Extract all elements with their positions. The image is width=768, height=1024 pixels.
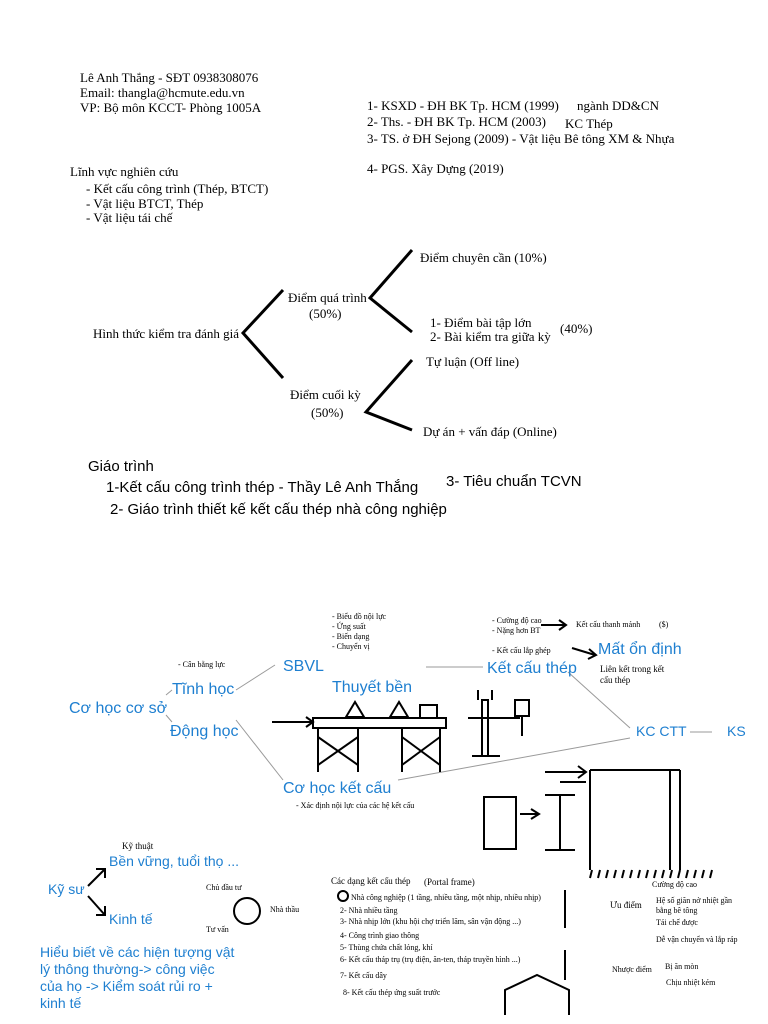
disadvantages-label: Nhược điểm: [612, 965, 652, 974]
economy-label: Kinh tế: [109, 911, 153, 927]
understanding-line: Hiểu biết về các hiện tượng vật: [40, 944, 235, 960]
final-score-pct: (50%): [311, 405, 344, 420]
strength-of-materials-label: SBVL: [283, 658, 324, 675]
steel-form-item: 5- Thùng chứa chất lỏng, khí: [340, 943, 433, 952]
degree-3: 3- TS. ở ĐH Sejong (2009) - Vật liệu Bê …: [367, 131, 675, 146]
steel-form-item: Nhà công nghiệp (1 tầng, nhiều tầng, một…: [351, 893, 541, 902]
sbvl-note: - Biến dạng: [332, 632, 370, 641]
slender-structure-note: Kết cấu thanh mảnh: [576, 620, 641, 629]
author-name-phone: Lê Anh Thắng - SĐT 0938308076: [80, 70, 259, 85]
advantage-item: Cường độ cao: [652, 880, 698, 889]
author-office: VP: Bộ môn KCCT- Phòng 1005A: [80, 100, 262, 115]
connection-note: cấu thép: [600, 675, 631, 685]
process-score-pct: (50%): [309, 306, 342, 321]
degree-4: 4- PGS. Xây Dựng (2019): [367, 161, 504, 176]
steel-form-item: 8- Kết cấu thép ứng suất trước: [343, 988, 441, 997]
steel-form-item: 4- Công trình giao thông: [340, 931, 420, 940]
degree-2-note: KC Thép: [565, 116, 613, 131]
dynamics-label: Động học: [170, 723, 239, 740]
offline-exam: Tự luận (Off line): [426, 354, 520, 369]
basic-mechanics-label: Cơ học cơ sở: [69, 700, 168, 717]
statics-label: Tĩnh học: [172, 681, 235, 698]
understanding-line: kinh tế: [40, 995, 82, 1011]
cost-note: ($): [659, 620, 669, 629]
degree-1-note: ngành DD&CN: [577, 98, 659, 113]
consultant-label: Tư vấn: [206, 925, 229, 934]
steel-forms-title: Các dạng kết cấu thép: [331, 876, 411, 886]
portal-frame-label: (Portal frame): [424, 877, 475, 887]
technical-note: Kỹ thuật: [122, 841, 154, 851]
final-bracket: [363, 359, 414, 432]
process-score-label: Điểm quá trình: [288, 290, 367, 305]
understanding-line: lý thông thường-> công việc: [40, 961, 215, 977]
final-score-label: Điểm cuối kỳ: [290, 387, 361, 402]
textbook-3: 3- Tiêu chuẩn TCVN: [446, 473, 582, 490]
portal-frame-drawing: [545, 765, 713, 879]
research-item: - Kết cấu công trình (Thép, BTCT): [86, 181, 269, 196]
cross-section-drawing: [483, 794, 575, 851]
advantage-item: Dễ vận chuyển và lắp ráp: [656, 935, 738, 944]
column-drawing: [468, 690, 530, 757]
understanding-line: của họ -> Kiểm soát rủi ro +: [40, 978, 213, 994]
author-email: Email: thangla@hcmute.edu.vn: [80, 85, 245, 100]
research-title: Lĩnh vực nghiên cứu: [70, 164, 179, 179]
degree-1: 1- KSXD - ĐH BK Tp. HCM (1999): [367, 98, 559, 113]
online-exam: Dự án + vấn đáp (Online): [423, 424, 557, 439]
assignment-pct: (40%): [560, 321, 593, 336]
strength-theory-label: Thuyết bền: [332, 679, 413, 696]
steel-form-item: 6- Kết cấu tháp trụ (trụ điện, ăn-ten, t…: [340, 955, 521, 964]
steel-form-item: 7- Kết cấu dây: [340, 971, 387, 980]
contractor-label: Nhà thầu: [270, 905, 300, 914]
steel-form-item: 2- Nhà nhiều tầng: [340, 906, 398, 915]
sbvl-note: - Chuyển vị: [332, 642, 370, 651]
assessment-root: Hình thức kiểm tra đánh giá: [93, 326, 240, 341]
assignment-2: 2- Bài kiểm tra giữa kỳ: [430, 329, 551, 344]
ks-label: KS: [727, 723, 746, 739]
assignment-1: 1- Điểm bài tập lớn: [430, 315, 532, 330]
attendance-score: Điểm chuyên cần (10%): [420, 250, 547, 265]
arrows: [541, 619, 598, 660]
structural-mechanics-note: - Xác định nội lực của các hệ kết cấu: [296, 801, 415, 810]
forms-markers: [337, 890, 570, 1015]
research-item: - Vật liệu BTCT, Thép: [86, 196, 204, 211]
structural-mechanics-label: Cơ học kết cấu: [283, 780, 392, 797]
force-balance-note: - Cân bằng lực: [178, 660, 226, 669]
beam-truss-drawing: [272, 700, 447, 772]
mechanics-connectors: [165, 664, 712, 781]
process-bracket: [367, 249, 414, 334]
degree-2: 2- Ths. - ĐH BK Tp. HCM (2003): [367, 114, 546, 129]
engineer-arrows: [87, 868, 261, 925]
textbooks-title: Giáo trình: [88, 458, 154, 475]
advantage-item: Hệ số giãn nở nhiệt gần: [656, 896, 732, 905]
advantages-label: Ưu điểm: [610, 900, 642, 910]
steel-form-item: 3- Nhà nhịp lớn (khu hội chợ triển lãm, …: [340, 917, 521, 926]
instability-label: Mất ổn định: [598, 641, 682, 658]
investor-label: Chủ đầu tư: [206, 883, 242, 892]
disadvantage-item: Bị ăn mòn: [665, 962, 699, 971]
kc-ctt-label: KC CTT: [636, 723, 687, 739]
textbook-1: 1-Kết cấu công trình thép - Thầy Lê Anh …: [106, 479, 419, 496]
steel-note: - Cường độ cao: [492, 616, 542, 625]
assembly-note: - Kết cấu lắp ghép: [492, 646, 551, 655]
sbvl-note: - Biểu đồ nội lực: [332, 612, 387, 621]
advantage-item: Tái chế được: [656, 918, 698, 927]
research-item: - Vật liệu tái chế: [86, 210, 173, 225]
sustainability-label: Bền vững, tuổi thọ ...: [109, 853, 240, 869]
steel-note: - Nặng hơn BT: [492, 626, 541, 635]
sbvl-note: - Ứng suất: [332, 622, 366, 631]
assessment-bracket: [240, 288, 285, 379]
disadvantage-item: Chịu nhiệt kém: [666, 978, 716, 987]
textbook-2: 2- Giáo trình thiết kế kết cấu thép nhà …: [110, 501, 447, 518]
engineer-label: Kỹ sư: [48, 881, 85, 897]
advantage-item: bằng bê tông: [656, 906, 698, 915]
steel-structure-label: Kết cấu thép: [487, 660, 577, 677]
connection-note: Liên kết trong kết: [600, 664, 665, 674]
